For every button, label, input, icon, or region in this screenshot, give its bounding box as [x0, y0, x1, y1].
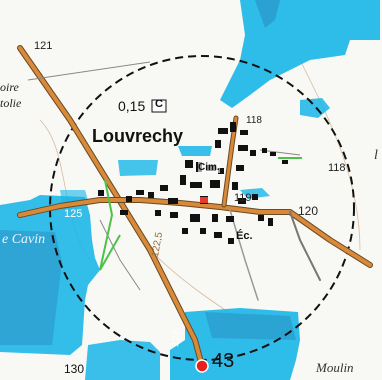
marker-label: 43 — [212, 350, 235, 372]
label-ec: Éc. — [236, 230, 253, 242]
location-marker[interactable] — [195, 359, 209, 373]
village-buildings — [98, 122, 288, 244]
church-symbol — [200, 197, 208, 203]
label-c-box: C — [155, 98, 163, 110]
label-moulin: Moulin — [316, 360, 354, 375]
label-tolie: tolie — [0, 96, 22, 110]
label-119: 119 — [234, 192, 252, 204]
c-box — [151, 99, 167, 113]
label-118-right: 118 — [328, 162, 346, 174]
label-cim: Cim. — [198, 162, 220, 173]
label-0-15: 0,15 — [118, 98, 146, 114]
label-120: 120 — [298, 204, 319, 218]
village-name: Louvrechy — [92, 126, 184, 146]
label-cavin: e Cavin — [2, 232, 46, 247]
label-121: 121 — [34, 40, 53, 52]
green-paths — [99, 157, 302, 271]
label-125: 125 — [64, 208, 83, 220]
label-right-letter: l — [374, 148, 378, 163]
label-noire: oire — [0, 80, 19, 94]
label-130: 130 — [64, 362, 85, 376]
label-118-top: 118 — [246, 115, 262, 126]
